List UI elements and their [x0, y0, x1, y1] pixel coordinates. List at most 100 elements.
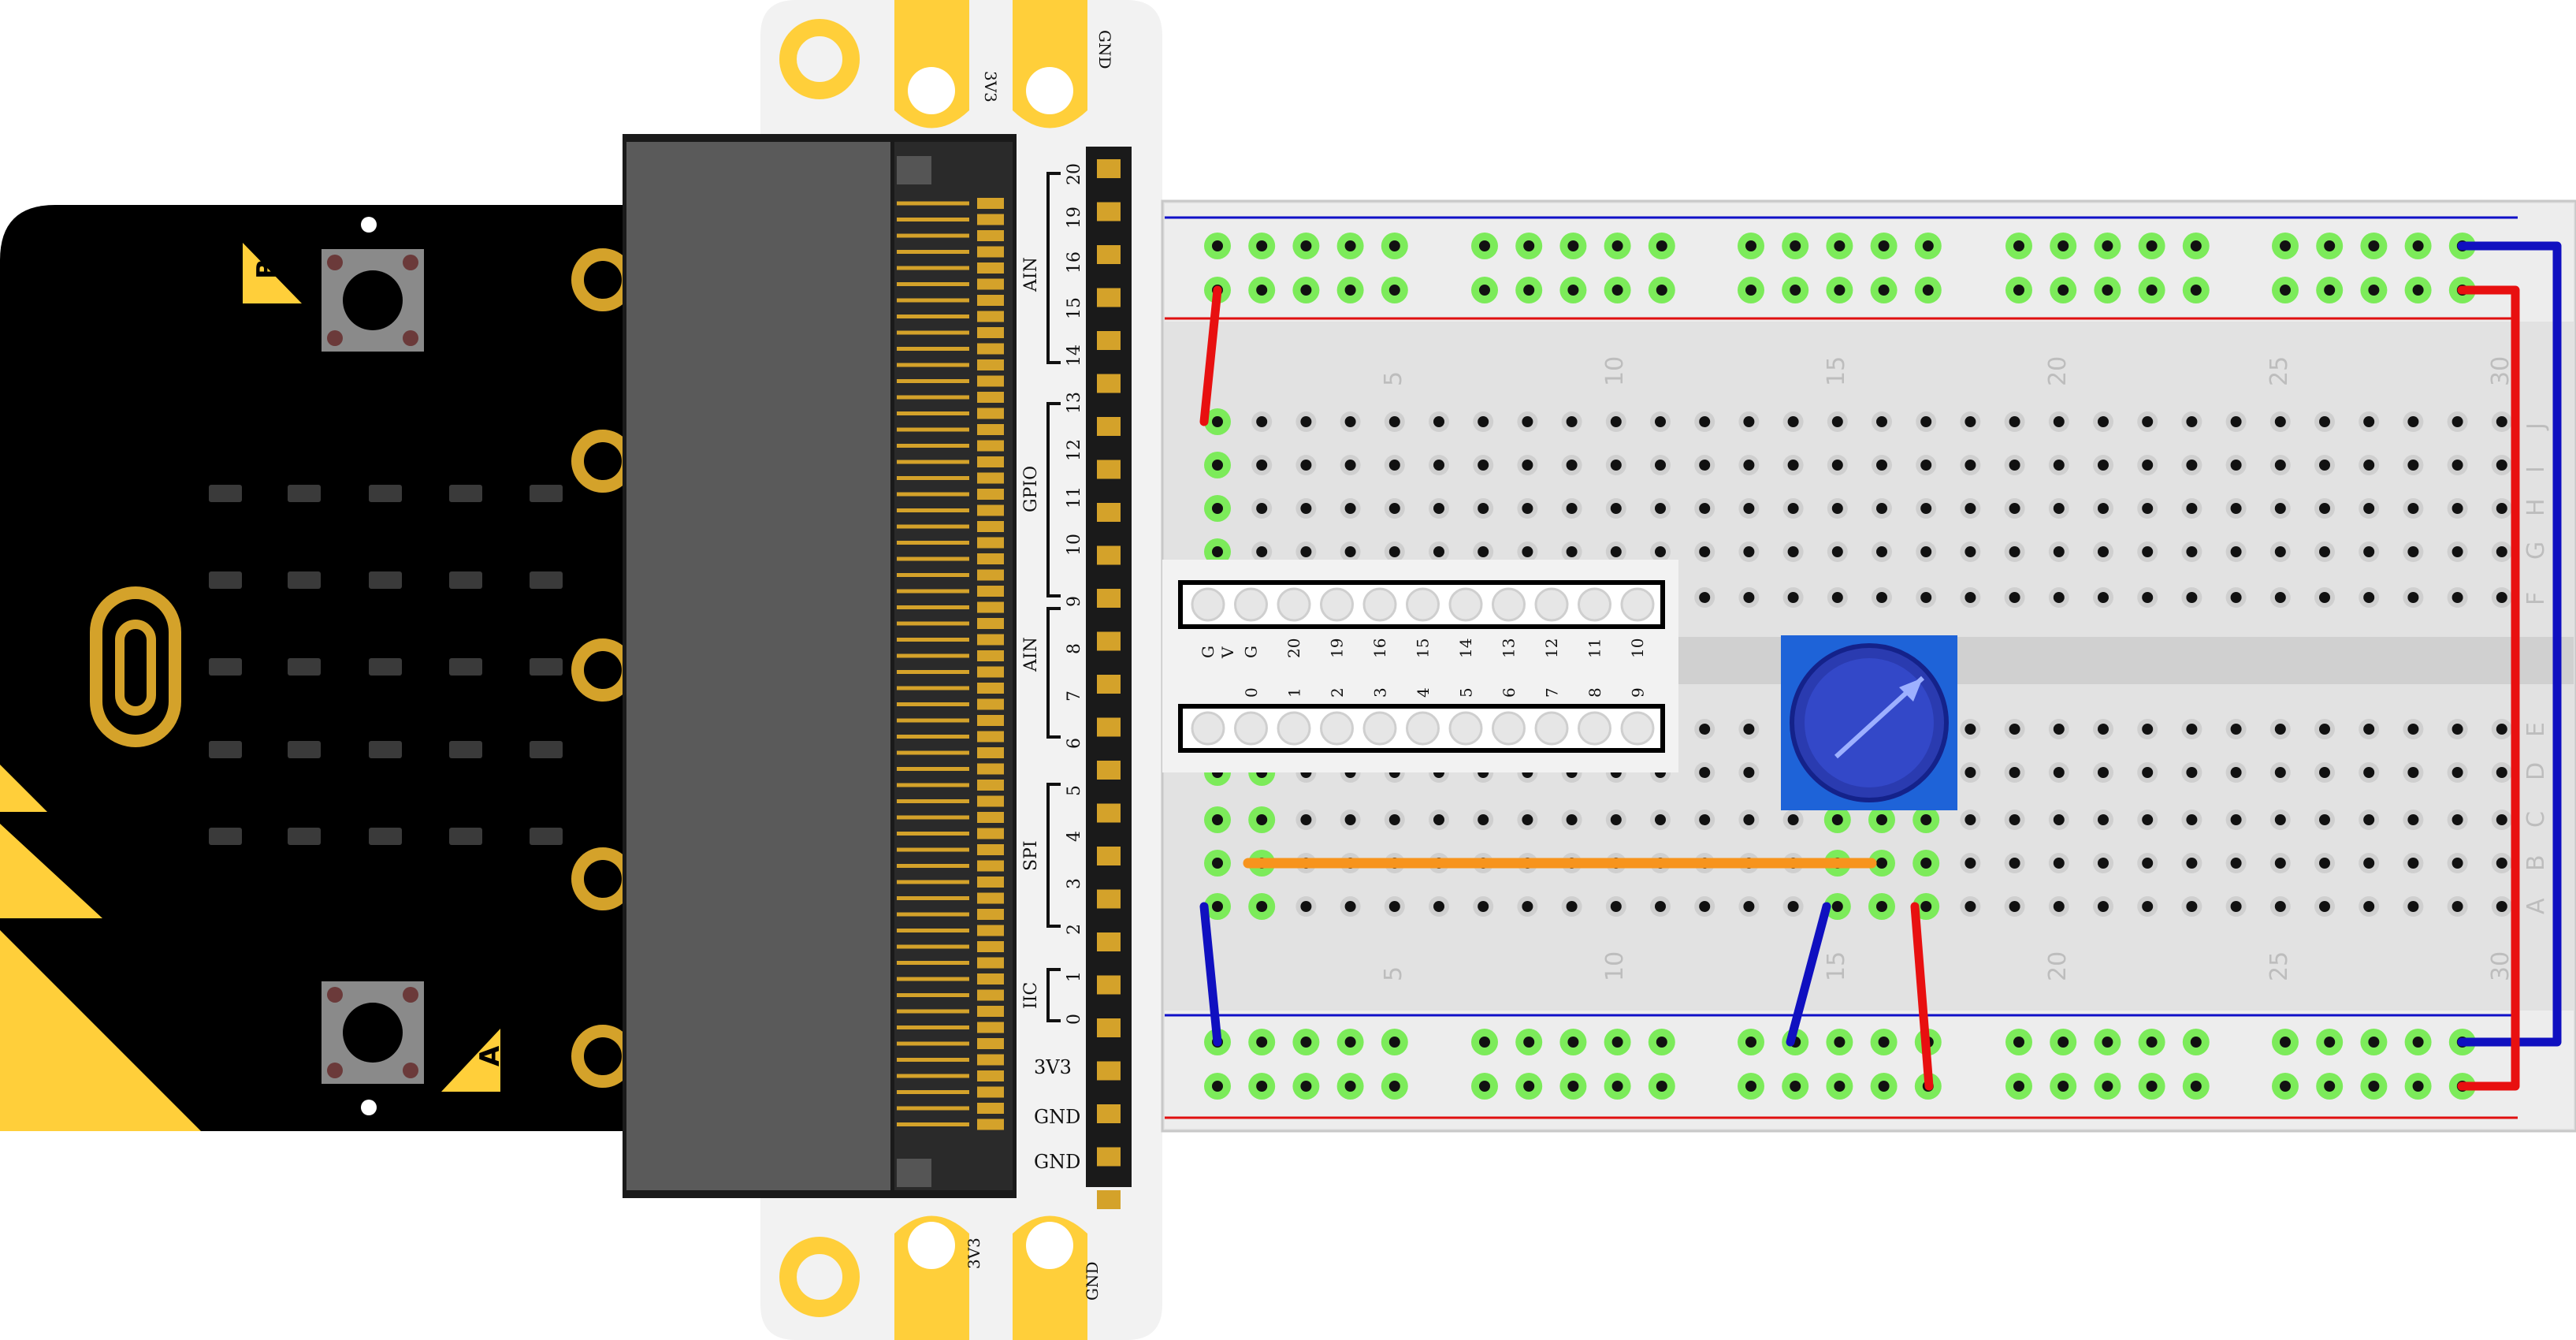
breadboard-hole-center	[1388, 901, 1400, 912]
breadboard-hole-center	[2142, 592, 2154, 603]
edge-connector	[623, 134, 1017, 1198]
button-a[interactable]	[322, 981, 424, 1084]
breadboard-hole-center	[1787, 901, 1799, 912]
breadboard-hole-center	[2363, 416, 2375, 427]
rail-hole-center	[1922, 240, 1934, 251]
breadboard-hole-center	[1699, 767, 1711, 778]
led-4-2	[369, 828, 402, 845]
connector-pad	[977, 586, 1004, 597]
breadboard-hole-center	[1300, 814, 1312, 825]
breadboard-hole-center	[2496, 858, 2507, 869]
connector-pad	[977, 828, 1004, 839]
breadboard-hole-center	[2496, 724, 2507, 735]
breadboard-hole-center	[2230, 503, 2242, 514]
breakout-hole-bottom[interactable]	[1620, 711, 1655, 746]
rail-hole-center	[1656, 1037, 1667, 1048]
rail-hole-center	[1611, 240, 1623, 251]
breakout-hole-top[interactable]	[1578, 587, 1611, 622]
button-b[interactable]	[322, 249, 424, 352]
breakout-hole-top[interactable]	[1448, 587, 1483, 622]
breadboard-hole-center	[2363, 858, 2375, 869]
breadboard-hole-center	[1566, 546, 1578, 557]
breadboard-hole-center	[2142, 460, 2154, 471]
pin-number-label: 12	[1065, 439, 1084, 461]
red-rail-bridge-wire[interactable]	[2457, 285, 2520, 1091]
power-label-gnd-2: GND	[1034, 1151, 1080, 1173]
breadboard-hole-center	[2186, 503, 2198, 514]
breakout-hole-top[interactable]	[1277, 587, 1311, 622]
rail-hole-center	[1745, 240, 1756, 251]
breakout-hole-top[interactable]	[1362, 587, 1397, 622]
connector-pad	[977, 472, 1004, 484]
rail-hole-center	[1300, 240, 1312, 251]
breadboard-hole-center	[1876, 546, 1887, 557]
breakout-hole-top[interactable]	[1320, 587, 1354, 622]
breadboard-hole-center	[2098, 460, 2109, 471]
breadboard-hole-center	[1300, 546, 1312, 557]
breadboard-hole-center	[1522, 416, 1533, 427]
breadboard-hole-center	[1743, 460, 1755, 471]
breadboard-hole-center	[2363, 546, 2375, 557]
rail-hole-center	[2013, 285, 2024, 296]
breadboard-hole-center	[1920, 592, 1932, 603]
breakout-hole-bottom[interactable]	[1191, 711, 1225, 746]
breakout-hole-bottom[interactable]	[1277, 711, 1311, 746]
row-letter: G	[2522, 542, 2550, 560]
breadboard-hole-center	[1433, 460, 1444, 471]
rail-hole-center	[2013, 240, 2024, 251]
breakout-hole-top[interactable]	[1620, 587, 1655, 622]
breadboard-hole-center	[1787, 546, 1799, 557]
rail-hole-center	[1212, 240, 1223, 251]
breakout-hole-top[interactable]	[1234, 587, 1268, 622]
breakout-hole-top[interactable]	[1534, 587, 1569, 622]
breadboard-hole-center	[2407, 901, 2419, 912]
connector-pad	[977, 359, 1004, 370]
breakout-hole-bottom[interactable]	[1448, 711, 1483, 746]
breadboard-hole-center	[2274, 858, 2286, 869]
breadboard-hole-center	[1831, 503, 1843, 514]
potentiometer[interactable]	[1781, 635, 1957, 810]
breadboard-hole-center	[1256, 460, 1268, 471]
breakout-hole-bottom[interactable]	[1406, 711, 1440, 746]
button-b-label: B	[251, 259, 283, 279]
group-label-gpio: GPIO	[1021, 466, 1041, 512]
breadboard-hole-center	[1300, 460, 1312, 471]
red-power-wire-left[interactable]	[1199, 285, 1222, 426]
breakout-hole-bottom[interactable]	[1578, 711, 1611, 746]
breadboard-hole-center	[2098, 724, 2109, 735]
breadboard-hole-center	[2142, 814, 2154, 825]
column-number-bottom: 25	[2266, 951, 2293, 981]
breakout-hole-bottom[interactable]	[1362, 711, 1397, 746]
breakout-hole-bottom[interactable]	[1534, 711, 1569, 746]
breakout-hole-bottom[interactable]	[1320, 711, 1354, 746]
rail-hole-center	[1344, 1037, 1356, 1048]
rail-hole-center	[1300, 1037, 1312, 1048]
rail-hole-center	[2368, 1037, 2380, 1048]
column-number-bottom: 30	[2487, 951, 2515, 981]
breadboard-hole-center	[1920, 460, 1932, 471]
breadboard-hole-center	[2274, 503, 2286, 514]
breadboard-hole-center	[1965, 503, 1976, 514]
microbit-logo	[90, 586, 181, 747]
connector-pad	[977, 504, 1004, 516]
breadboard-hole-center	[1610, 901, 1622, 912]
breadboard-hole-center	[1699, 503, 1711, 514]
rail-hole-center	[2057, 1037, 2069, 1048]
red-pot-power-wire[interactable]	[1910, 902, 1934, 1091]
blue-pot-ground-wire[interactable]	[1786, 902, 1831, 1047]
breadboard-hole-center	[2186, 416, 2198, 427]
breakout-hole-top[interactable]	[1406, 587, 1440, 622]
breadboard-hole-center	[2451, 901, 2463, 912]
pin-header	[1086, 147, 1132, 1209]
breadboard-hole-center	[1433, 503, 1444, 514]
header-pin	[1097, 374, 1121, 393]
connector-pad	[977, 698, 1004, 710]
breakout-hole-bottom[interactable]	[1492, 711, 1526, 746]
blue-rail-bridge-wire[interactable]	[2457, 241, 2562, 1047]
breakout-hole-top[interactable]	[1191, 587, 1225, 622]
breakout-hole-bottom[interactable]	[1234, 711, 1268, 746]
column-number-bottom: 15	[1823, 951, 1850, 981]
breakout-hole-top[interactable]	[1492, 587, 1526, 622]
blue-ground-wire-left[interactable]	[1199, 902, 1222, 1047]
rail-hole-center	[1611, 285, 1623, 296]
